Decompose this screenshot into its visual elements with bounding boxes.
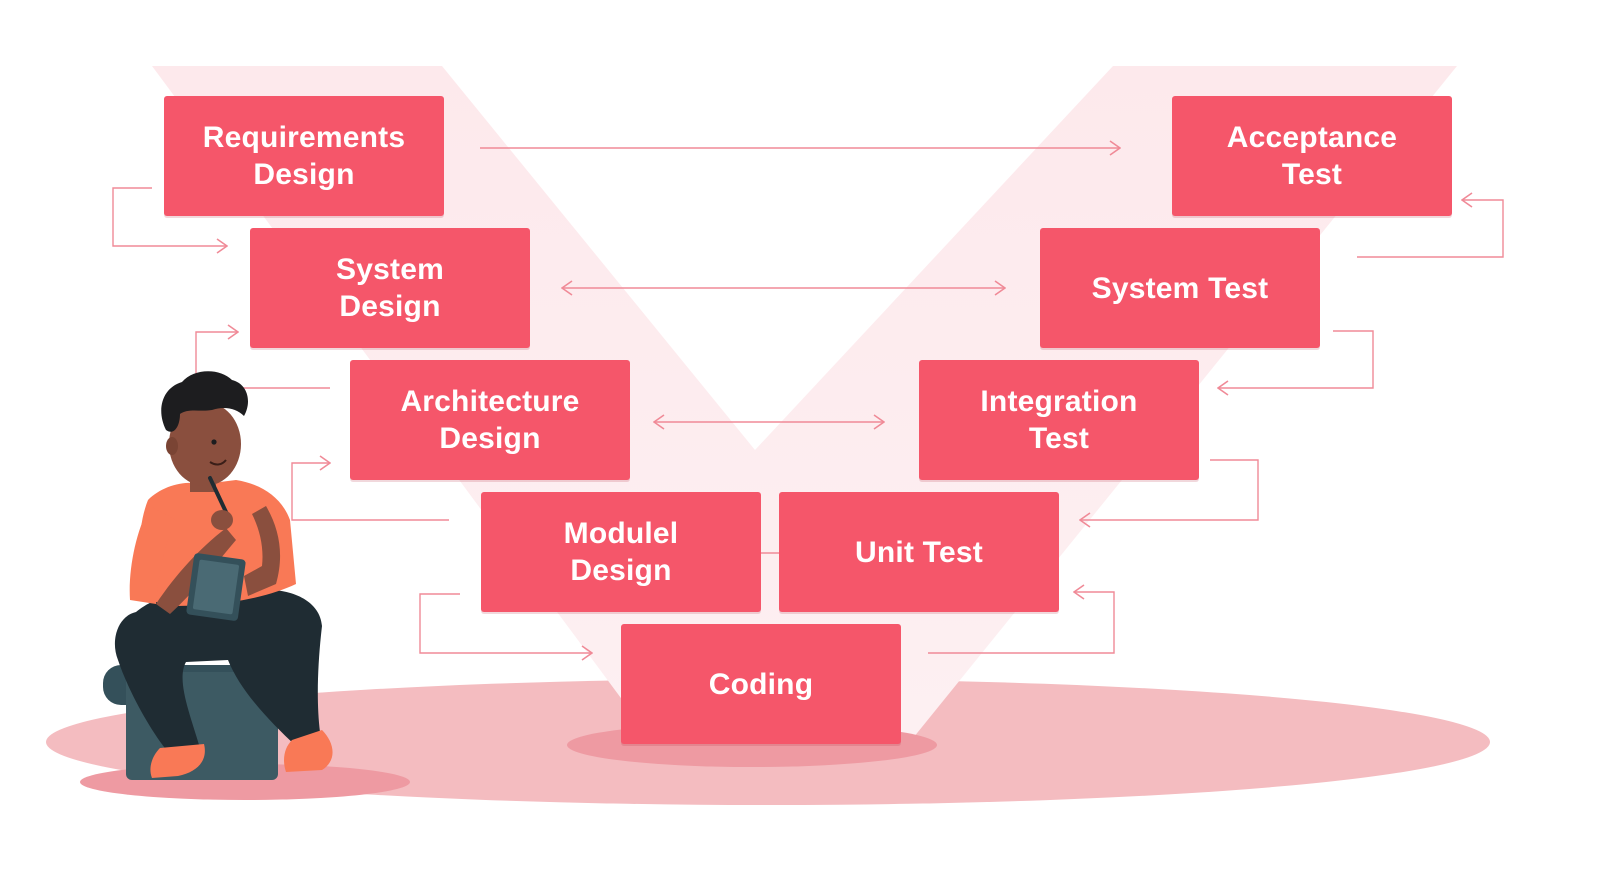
- module-design-line-2: Design: [570, 554, 672, 587]
- step-requirements-to-system: [112, 187, 227, 246]
- step-system-to-acceptance: [1357, 200, 1504, 258]
- step-module-to-coding: [419, 593, 592, 653]
- right-arm: [244, 506, 281, 596]
- ear: [166, 437, 178, 455]
- step-integration-to-system: [1218, 330, 1374, 388]
- pants: [114, 589, 323, 752]
- acceptance-test-box: Acceptance Test: [1172, 96, 1452, 216]
- hair: [161, 371, 248, 432]
- acceptance-test-line-2: Test: [1281, 158, 1343, 191]
- head: [169, 402, 241, 486]
- requirements-design-box: Requirements Design: [164, 96, 444, 216]
- pen: [208, 476, 228, 514]
- integration-test-box: Integration Test: [919, 360, 1199, 480]
- requirements-design-line-2: Design: [253, 158, 355, 191]
- step-architecture-to-module: [291, 463, 449, 521]
- module-design-line-1: Modulel: [563, 517, 679, 550]
- coding-label: Coding: [708, 667, 814, 701]
- notepad-paper: [192, 559, 240, 615]
- unit-test-label: Unit Test: [855, 535, 983, 569]
- right-shoe: [284, 730, 333, 772]
- system-design-line-2: Design: [339, 290, 441, 323]
- eye: [211, 439, 217, 445]
- hand: [211, 510, 233, 530]
- left-arm: [129, 506, 176, 604]
- system-design-line-1: System: [336, 253, 444, 286]
- architecture-design-line-2: Design: [439, 422, 541, 455]
- integration-test-line-2: Test: [1028, 422, 1090, 455]
- step-unit-to-integration: [1080, 459, 1259, 520]
- coding-box: Coding: [621, 624, 901, 744]
- acceptance-test-line-1: Acceptance: [1226, 121, 1398, 154]
- left-shoe: [150, 744, 205, 778]
- integration-test-line-1: Integration: [980, 385, 1138, 418]
- step-system-to-architecture: [195, 332, 330, 389]
- step-coding-to-unit: [928, 592, 1115, 654]
- module-design-box: Modulel Design: [481, 492, 761, 612]
- system-test-label: System Test: [1091, 271, 1269, 305]
- architecture-design-box: Architecture Design: [350, 360, 630, 480]
- unit-test-box: Unit Test: [779, 492, 1059, 612]
- system-design-box: System Design: [250, 228, 530, 348]
- architecture-design-line-1: Architecture: [400, 385, 580, 418]
- system-test-box: System Test: [1040, 228, 1320, 348]
- person-illustration: [103, 371, 333, 780]
- requirements-design-line-1: Requirements: [202, 121, 406, 154]
- smile: [209, 459, 227, 466]
